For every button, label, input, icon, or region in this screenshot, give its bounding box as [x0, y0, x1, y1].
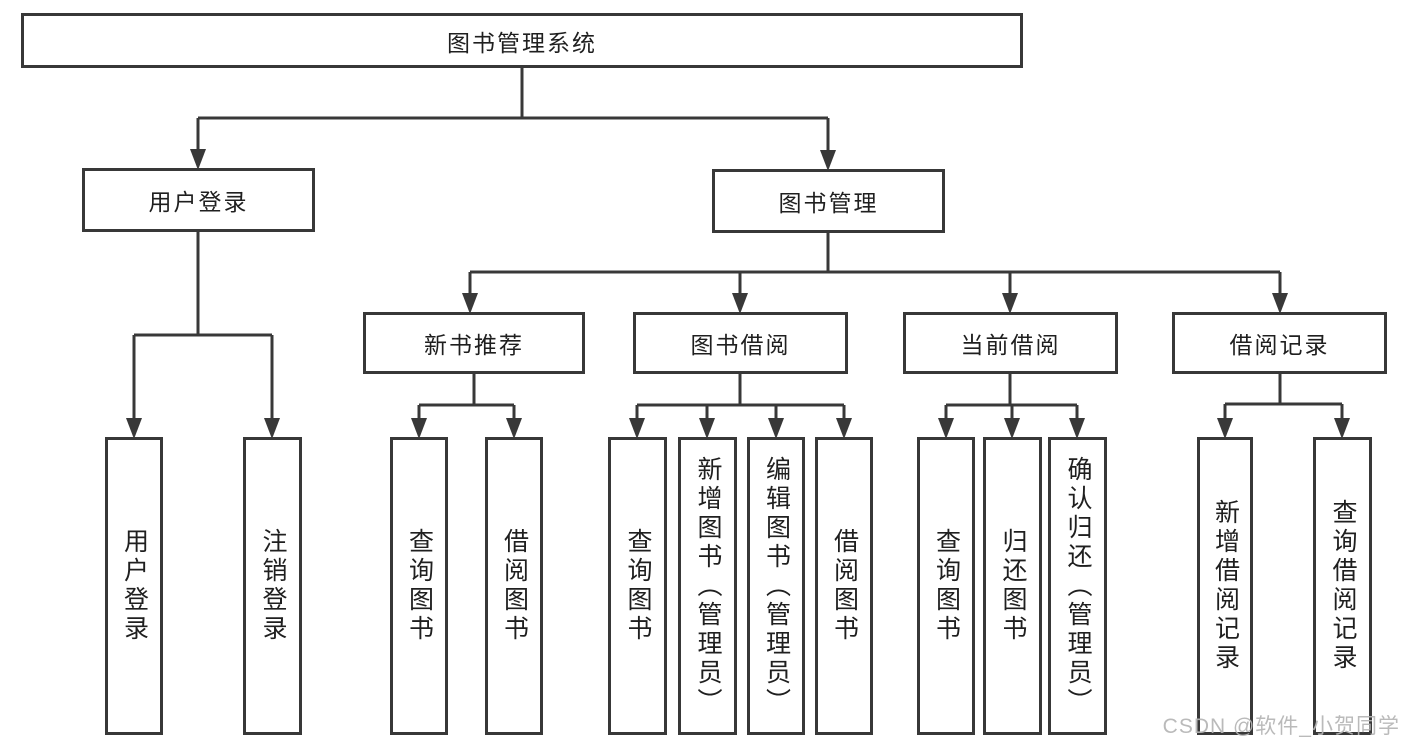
node-book-management: 图书管理	[712, 169, 945, 233]
node-current-borrow-label: 当前借阅	[960, 332, 1061, 358]
node-new-book-recommend-label: 新书推荐	[424, 332, 524, 358]
leaf-borrow-query-books-label: 查询图书	[624, 528, 652, 644]
leaf-query-borrow-record: 查询借阅记录	[1313, 437, 1372, 735]
leaf-add-books-admin: 新增图书（管理员）	[678, 437, 737, 735]
leaf-recommend-borrow-books: 借阅图书	[485, 437, 543, 735]
node-book-borrow-label: 图书借阅	[690, 332, 791, 358]
leaf-recommend-borrow-books-label: 借阅图书	[500, 528, 529, 644]
node-user-login: 用户登录	[82, 168, 315, 232]
leaf-current-query-books-label: 查询图书	[932, 528, 961, 644]
leaf-user-login: 用户登录	[105, 437, 163, 735]
node-user-login-label: 用户登录	[148, 189, 249, 215]
leaf-logout-label: 注销登录	[259, 528, 287, 644]
leaf-logout: 注销登录	[243, 437, 302, 735]
leaf-confirm-return-admin: 确认归还（管理员）	[1048, 437, 1107, 735]
node-current-borrow: 当前借阅	[903, 312, 1118, 374]
leaf-recommend-query-books-label: 查询图书	[405, 528, 434, 644]
node-library-management-system-label: 图书管理系统	[447, 29, 597, 56]
node-borrow-records-label: 借阅记录	[1229, 332, 1330, 358]
leaf-current-query-books: 查询图书	[917, 437, 975, 735]
csdn-watermark: CSDN @软件_小贺同学	[1162, 715, 1400, 738]
node-book-borrow: 图书借阅	[633, 312, 848, 374]
leaf-user-login-label: 用户登录	[120, 528, 149, 644]
arrowheads	[126, 149, 1350, 439]
leaf-return-books-label: 归还图书	[999, 528, 1027, 644]
leaf-edit-books-admin: 编辑图书（管理员）	[747, 437, 805, 735]
node-book-management-label: 图书管理	[778, 190, 879, 216]
leaf-add-books-admin-label: 新增图书（管理员）	[694, 455, 722, 717]
node-new-book-recommend: 新书推荐	[363, 312, 585, 374]
leaf-borrow-books-label: 借阅图书	[830, 528, 859, 644]
leaf-borrow-books: 借阅图书	[815, 437, 873, 735]
leaf-confirm-return-admin-label: 确认归还（管理员）	[1064, 455, 1092, 717]
leaf-query-borrow-record-label: 查询借阅记录	[1329, 499, 1357, 673]
leaf-recommend-query-books: 查询图书	[390, 437, 448, 735]
node-borrow-records: 借阅记录	[1172, 312, 1387, 374]
leaf-add-borrow-record: 新增借阅记录	[1197, 437, 1253, 735]
leaf-edit-books-admin-label: 编辑图书（管理员）	[762, 455, 791, 717]
node-library-management-system: 图书管理系统	[21, 13, 1023, 68]
leaf-return-books: 归还图书	[983, 437, 1042, 735]
leaf-add-borrow-record-label: 新增借阅记录	[1211, 499, 1240, 673]
leaf-borrow-query-books: 查询图书	[608, 437, 667, 735]
